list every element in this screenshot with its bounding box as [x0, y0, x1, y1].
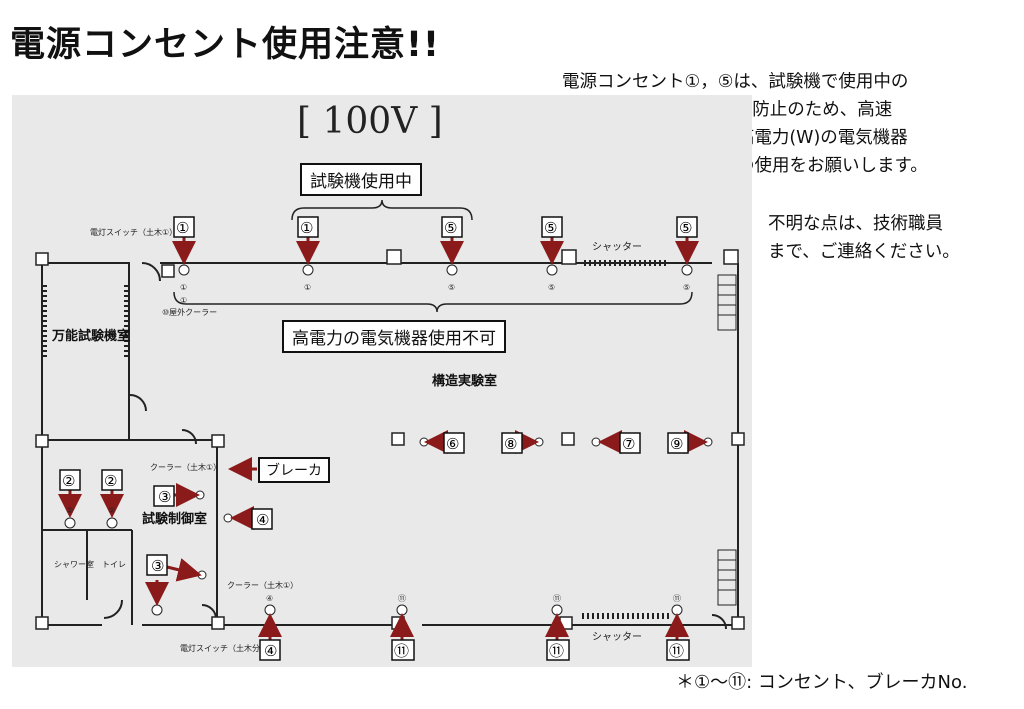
svg-text:①: ①: [304, 283, 311, 292]
shutter-top: シャッター: [592, 241, 642, 253]
svg-text:①: ①: [180, 296, 187, 305]
marker-2b: ②: [101, 469, 123, 491]
marker-2a: ②: [59, 469, 81, 491]
svg-text:⑪: ⑪: [394, 642, 409, 660]
svg-text:①: ①: [176, 219, 189, 237]
cooler-bottom: クーラー（土木①）: [227, 580, 298, 590]
room-universal-test: 万能試験機室: [51, 328, 130, 344]
svg-text:⑦: ⑦: [622, 435, 635, 453]
page-title: 電源コンセント使用注意!!: [10, 25, 440, 65]
marker-5c: ⑤: [676, 216, 698, 238]
svg-text:⑤: ⑤: [683, 283, 690, 292]
legend-text: ＊①〜⑪: コンセント、ブレーカNo.: [676, 672, 968, 693]
light-switch-bottom: 電灯スイッチ（土木分）: [180, 643, 268, 653]
svg-text:⑪: ⑪: [549, 642, 564, 660]
svg-text:③: ③: [158, 488, 171, 506]
svg-text:⑧: ⑧: [504, 435, 517, 453]
marker-6: ⑥: [443, 432, 465, 454]
contact-text: 不明な点は、技術職員 まで、ご連絡ください。: [768, 214, 960, 262]
room-control: 試験制御室: [142, 511, 207, 527]
svg-text:⑨: ⑨: [670, 435, 683, 453]
no-high-power-label: 高電力の電気機器使用不可: [282, 320, 506, 353]
svg-text:⑥: ⑥: [446, 435, 459, 453]
svg-text:⑪: ⑪: [669, 642, 684, 660]
marker-5a: ⑤: [441, 216, 463, 238]
svg-text:④: ④: [266, 594, 273, 603]
svg-text:②: ②: [104, 472, 117, 490]
marker-1a: ①: [173, 216, 195, 238]
floor-plan: [ 100V ]: [12, 95, 752, 667]
marker-4a: ④: [251, 508, 273, 530]
svg-text:②: ②: [108, 506, 115, 515]
brace-in-use: [291, 199, 473, 221]
marker-11a: ⑪: [391, 639, 415, 661]
room-structural-lab: 構造実験室: [432, 373, 497, 389]
outlet-labels: ① ① ⑤ ⑤ ⑤ ① ② ② ④ ⑪ ⑪ ⑪: [66, 283, 690, 603]
brace-no-high-power: [173, 291, 693, 313]
light-switch-top: 電灯スイッチ（土木①）: [90, 227, 177, 237]
svg-text:①: ①: [180, 283, 187, 292]
room-toilet: トイレ: [102, 560, 126, 569]
svg-text:④: ④: [264, 642, 277, 660]
marker-5b: ⑤: [541, 216, 563, 238]
svg-text:⑤: ⑤: [448, 283, 455, 292]
svg-text:⑪: ⑪: [398, 594, 406, 603]
svg-text:⑤: ⑤: [548, 283, 555, 292]
marker-4b: ④: [259, 639, 281, 661]
svg-text:⑤: ⑤: [544, 219, 557, 237]
floor-plan-drawing: [ 100V ]: [35, 101, 745, 661]
svg-text:②: ②: [62, 472, 75, 490]
columns: [35, 249, 745, 630]
marker-8: ⑧: [501, 432, 523, 454]
marker-1b: ①: [297, 216, 319, 238]
svg-text:①: ①: [300, 219, 313, 237]
in-use-label: 試験機使用中: [300, 163, 422, 196]
marker-11c: ⑪: [666, 639, 690, 661]
walls: [41, 262, 739, 630]
svg-text:⑤: ⑤: [444, 219, 457, 237]
svg-text:④: ④: [256, 511, 269, 529]
marker-9: ⑨: [667, 432, 689, 454]
arrows: [58, 235, 708, 640]
marker-11b: ⑪: [546, 639, 570, 661]
breaker-label: ブレーカ: [258, 457, 330, 483]
voltage-label: [ 100V ]: [297, 101, 443, 142]
svg-text:⑪: ⑪: [553, 594, 561, 603]
svg-text:③: ③: [151, 557, 164, 575]
marker-7: ⑦: [619, 432, 641, 454]
marker-3a: ③: [153, 485, 175, 507]
marker-3b: ③: [146, 554, 168, 576]
shutter-bottom: シャッター: [592, 631, 642, 643]
svg-text:⑪: ⑪: [673, 594, 681, 603]
outdoor-cooler: ⑩屋外クーラー: [162, 307, 217, 317]
shutters: [41, 260, 672, 619]
svg-text:⑤: ⑤: [679, 219, 692, 237]
marker-boxes: ① ① ⑤ ⑤ ⑤ ② ② ③ ③ ④ ④ ⑥ ⑦ ⑧ ⑨ ⑪ ⑪ ⑪: [59, 216, 698, 661]
room-shower: シャワー室: [54, 559, 94, 569]
stairs: [717, 274, 737, 606]
svg-text:②: ②: [66, 506, 73, 515]
cooler-top: クーラー（土木①）: [150, 462, 221, 472]
